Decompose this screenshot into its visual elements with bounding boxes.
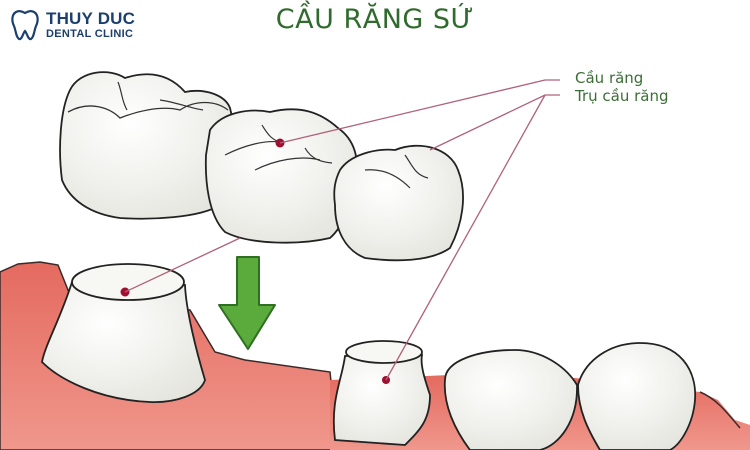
- bridge-crown-2: [204, 108, 358, 244]
- abutment-left: [41, 263, 206, 403]
- bridge-crown-3: [333, 144, 464, 262]
- natural-tooth-2: [577, 342, 696, 450]
- arrow-down-icon: [218, 256, 276, 350]
- brand-subtitle: DENTAL CLINIC: [46, 28, 134, 40]
- page-title: CẦU RĂNG SỨ: [275, 4, 475, 35]
- tooth-icon: [11, 10, 39, 41]
- abutment-right: [332, 340, 431, 446]
- label-bridge: Cầu răng: [575, 69, 644, 87]
- label-abutment: Trụ cầu răng: [575, 87, 669, 105]
- brand-name: THUY DUC: [46, 9, 136, 28]
- natural-tooth-1: [443, 349, 578, 450]
- leader-lines: [124, 79, 560, 381]
- brand-logo[interactable]: THUY DUC DENTAL CLINIC: [10, 9, 135, 41]
